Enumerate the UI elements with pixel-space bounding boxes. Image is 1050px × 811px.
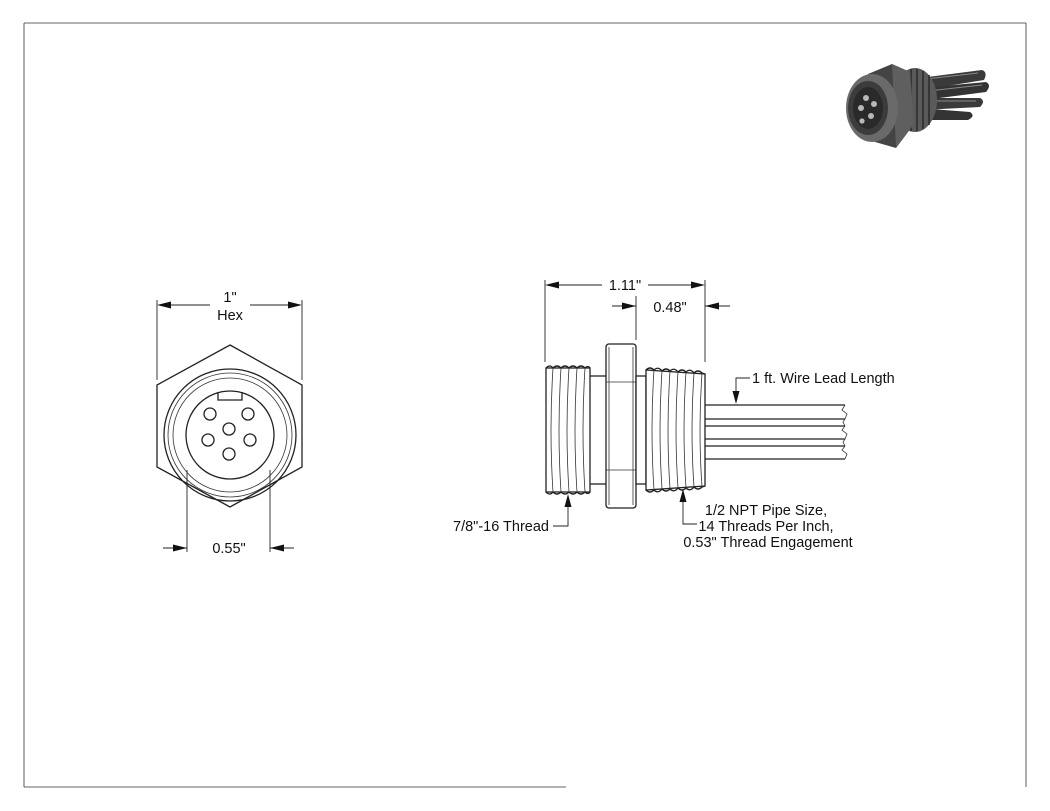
connector-photo-icon (846, 64, 989, 148)
npt-length-dimension: 0.48" (612, 296, 730, 340)
wire-lead-callout-text: 1 ft. Wire Lead Length (752, 371, 895, 387)
thumbnail-pins (858, 95, 877, 124)
npt-callout-line3: 0.53" Thread Engagement (683, 535, 852, 551)
coupling-outer-ring (163, 368, 297, 502)
npt-length-value: 0.48" (653, 300, 686, 316)
wire-leads (705, 404, 848, 460)
side-view: 1.11" 0.48" 1 ft. Wire Lead Length 7/8"-… (453, 275, 895, 551)
thread-callout: 7/8"-16 Thread (453, 494, 572, 535)
hex-nut-outline (156, 344, 303, 508)
wire-lead-callout: 1 ft. Wire Lead Length (732, 371, 895, 404)
overall-length-dimension: 1.11" (544, 275, 706, 362)
npt-callout: 1/2 NPT Pipe Size, 14 Threads Per Inch, … (679, 489, 853, 551)
insert-pins (201, 407, 257, 461)
insert-dimension: 0.55" (163, 470, 294, 557)
insert-dimension-value: 0.55" (212, 541, 245, 557)
front-thread (545, 365, 606, 495)
insert-face (185, 390, 275, 480)
hex-dimension: 1" Hex (156, 290, 303, 380)
overall-length-value: 1.11" (609, 278, 641, 294)
hex-dimension-label: Hex (217, 308, 244, 324)
front-view: 1" Hex 0.55" (156, 290, 303, 557)
npt-thread (635, 367, 706, 493)
hex-nut-side (605, 343, 637, 509)
sheet-border (23, 22, 1027, 788)
thread-callout-text: 7/8"-16 Thread (453, 519, 549, 535)
npt-callout-line1: 1/2 NPT Pipe Size, (705, 503, 827, 519)
hex-dimension-value: 1" (223, 290, 236, 306)
insert-key (217, 392, 243, 401)
coupling-inner-ring (172, 377, 288, 493)
npt-callout-line2: 14 Threads Per Inch, (698, 519, 833, 535)
